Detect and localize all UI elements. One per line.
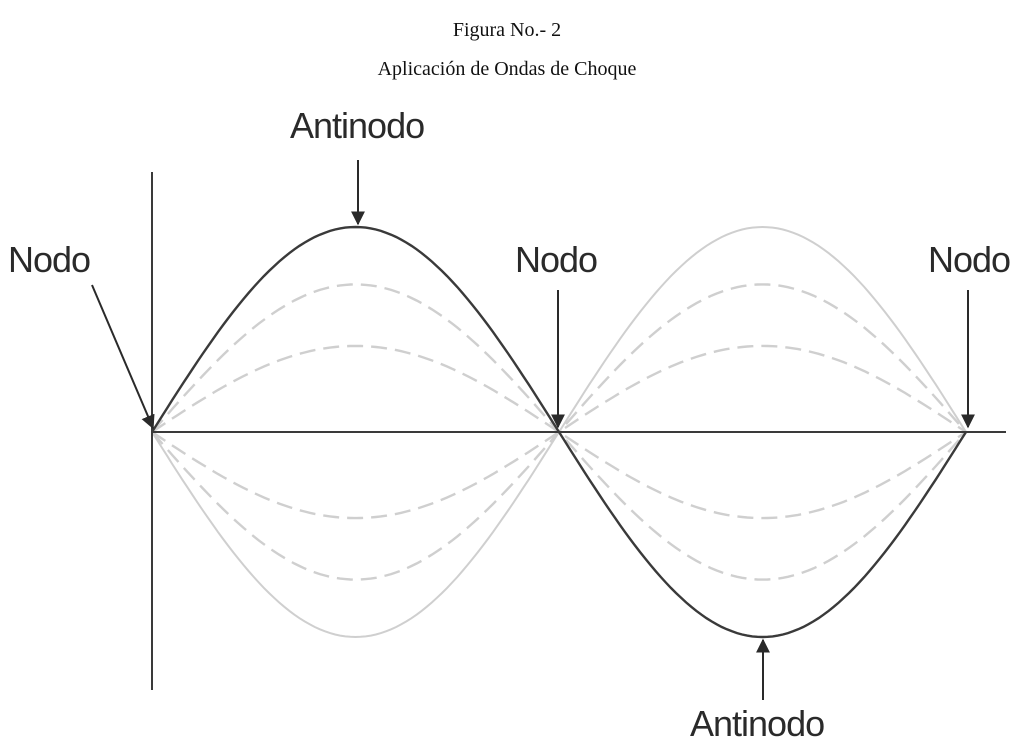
main-standing-wave <box>150 225 968 639</box>
label-antinode-top: Antinodo <box>290 105 424 146</box>
figure-title: Aplicación de Ondas de Choque <box>377 58 637 80</box>
label-antinode-bottom: Antinodo <box>690 703 824 744</box>
label-node-middle: Nodo <box>515 239 597 280</box>
ghost-wave-dashed-2 <box>151 344 967 520</box>
arrow-node-left <box>91 284 155 430</box>
label-node-left: Nodo <box>8 239 90 280</box>
figure-number: Figura No.- 2 <box>452 19 562 41</box>
label-node-right: Nodo <box>928 239 1010 280</box>
ghost-wave-dashed-1 <box>151 344 967 520</box>
